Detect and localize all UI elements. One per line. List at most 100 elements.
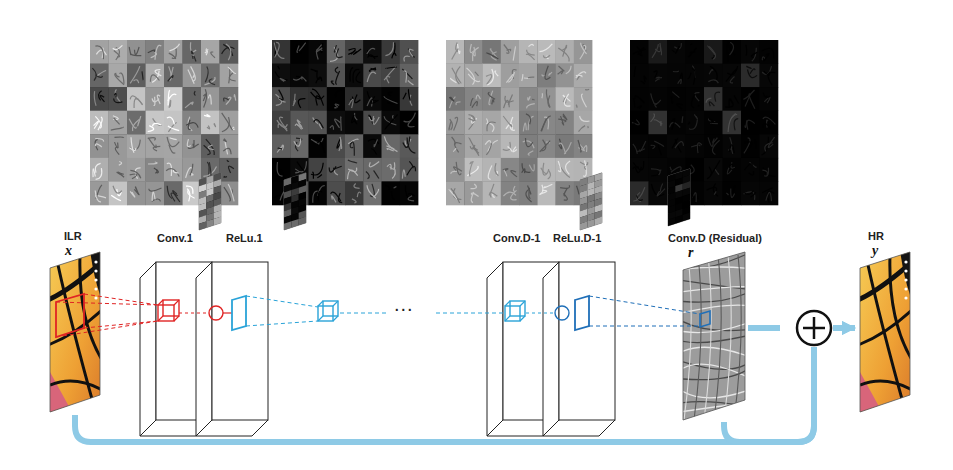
texture-stroke [295,161,306,172]
texture-stroke [635,96,645,103]
relu-arrow [223,312,232,313]
texture-stroke [633,144,638,154]
feature-tile [686,111,705,135]
feature-tile [146,181,165,205]
texture-stroke [503,142,511,150]
texture-stroke [660,121,661,126]
texture-stroke [670,167,671,170]
edge-stroke [683,287,747,292]
texture-stroke [194,91,195,95]
texture-stroke [298,51,302,53]
texture-stroke [522,74,523,81]
texture-stroke [655,104,658,108]
texture-stroke [559,143,565,154]
feature-tile [164,87,183,111]
texture-stroke [115,89,121,102]
texture-stroke [297,120,302,129]
feature-tile [90,134,109,158]
receptive-line [56,321,158,337]
feature-tile [146,158,165,182]
texture-stroke [138,116,141,126]
texture-stroke [640,141,646,151]
texture-stroke [763,93,770,98]
texture-stroke [763,167,775,176]
relu-layer: ReLu.1 [196,232,268,438]
feature-tile [519,158,538,182]
texture-stroke [135,187,138,195]
layer-label: Conv.1 [157,232,193,245]
output-image: HRy [855,230,913,415]
texture-stroke [558,71,563,75]
feature-tile [90,64,109,88]
edge-stroke [683,323,747,332]
texture-stroke [508,72,514,82]
texture-stroke [469,116,476,121]
texture-stroke [193,75,194,77]
texture-stroke [749,171,754,175]
texture-stroke [670,123,681,128]
feature-tile [327,87,346,111]
texture-stroke [486,53,498,59]
feature-tile [704,134,723,158]
texture-stroke [224,176,227,177]
feature-tile [309,181,328,205]
feature-tile [382,134,401,158]
texture-stroke [654,141,664,147]
texture-stroke [392,53,396,58]
texture-stroke [576,75,582,77]
cyan-cube [318,301,338,321]
feature-tile [556,87,575,111]
texture-stroke [367,72,376,82]
feature-tile [556,40,575,64]
variable-label: r [688,246,693,260]
feature-tile [723,64,742,88]
texture-stroke [95,46,103,59]
feature-tile [519,134,538,158]
texture-stroke [354,49,362,54]
feature-tile [220,181,239,205]
texture-stroke [503,116,512,127]
slab-edge [252,420,268,436]
images [48,250,912,422]
texture-stroke [155,45,161,59]
feature-tile [220,111,239,135]
thumb-frame [284,173,306,230]
texture-stroke [749,94,755,109]
feature-tile [90,181,109,205]
edge-stroke [724,255,731,420]
texture-stroke [561,116,564,125]
feature-tile [446,64,465,88]
texture-stroke [715,169,719,174]
texture-stroke [456,102,461,105]
texture-stroke [274,43,284,59]
texture-stroke [280,78,285,81]
skip-arrow [724,328,855,442]
texture-stroke [354,184,360,189]
texture-stroke [508,94,512,104]
texture-stroke [672,119,675,130]
texture-stroke [746,66,751,68]
texture-stroke [312,89,324,105]
feature-tile [146,40,165,64]
wing-dot [904,287,907,290]
feature-tile [183,134,202,158]
wing-dot [904,296,907,299]
feature-tile [363,181,382,205]
texture-stroke [190,42,196,52]
output-pixel [700,311,710,327]
feature-tile [649,134,668,158]
texture-stroke [385,115,398,130]
texture-stroke [130,174,137,179]
feature-tile [183,158,202,182]
texture-stroke [355,95,361,103]
receptive-line [340,313,388,314]
texture-stroke [115,136,124,138]
texture-stroke [313,191,318,203]
texture-stroke [208,145,214,150]
variable-label: x [65,244,72,258]
feature-tile [272,40,291,64]
texture-stroke [451,188,460,203]
texture-stroke [96,144,102,147]
texture-stroke [334,45,336,52]
feature-tile [127,158,146,182]
